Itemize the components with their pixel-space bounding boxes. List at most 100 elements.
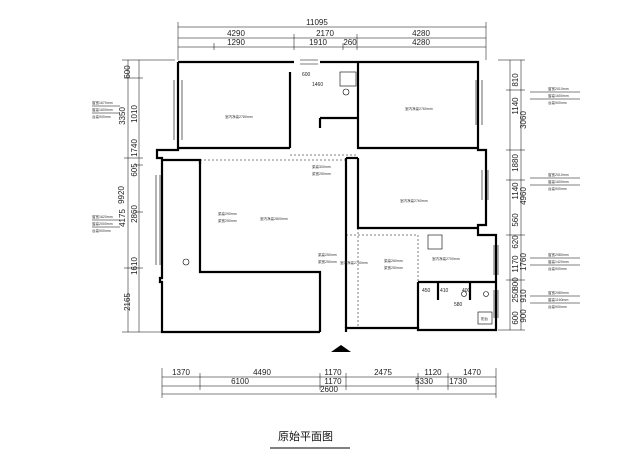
left-window-note-1: 窗宽1670mm 窗高1600mm 台高900mm	[92, 100, 120, 119]
svg-text:窗高2000mm: 窗高2000mm	[92, 221, 113, 226]
left-dim-4: 1740	[130, 139, 139, 157]
svg-text:窗宽2980mm: 窗宽2980mm	[548, 290, 569, 295]
right-dim-11: 800	[511, 277, 520, 291]
svg-text:400: 400	[462, 288, 471, 294]
right-dim-8: 620	[511, 235, 520, 249]
svg-text:窗高1600mm: 窗高1600mm	[92, 107, 113, 112]
room-note-living: 室内净高2800mm	[260, 216, 288, 221]
left-dim-overall: 9920	[117, 186, 126, 204]
svg-text:梁高260mm: 梁高260mm	[384, 258, 403, 263]
right-window-note-3: 窗宽2980mm 窗高1420mm 台高900mm	[530, 252, 580, 271]
bottom-dim-1: 1370	[172, 368, 190, 377]
left-dim-1: 600	[123, 65, 132, 79]
svg-text:窗高1160mm: 窗高1160mm	[548, 297, 568, 302]
bottom-dim-2: 4490	[253, 368, 271, 377]
beam-note-kitchen: 梁高260mm 梁宽250mm	[384, 258, 403, 270]
left-dim-8: 1610	[130, 257, 139, 275]
top-dim-4: 1290	[227, 38, 245, 47]
bottom-dim-8: 1170	[324, 377, 342, 386]
right-window-note-4: 窗宽2980mm 窗高1160mm 台高900mm	[530, 290, 580, 309]
svg-text:台高900mm: 台高900mm	[548, 266, 567, 271]
left-dim-7: 2860	[130, 205, 139, 223]
top-dim-3: 4280	[412, 29, 430, 38]
svg-text:台高900mm: 台高900mm	[92, 228, 111, 233]
svg-text:梁宽250mm: 梁宽250mm	[218, 218, 237, 223]
svg-text:梁高290mm: 梁高290mm	[218, 211, 237, 216]
bottom-overall-dim: 2600	[320, 385, 338, 394]
right-dim-3: 3060	[519, 111, 528, 129]
room-note-bedroom-e: 室内净高2760mm	[400, 198, 428, 203]
bottom-dim-6: 1470	[463, 368, 481, 377]
left-dim-5: 4175	[118, 209, 127, 227]
right-dimension-lines	[498, 59, 525, 331]
right-dim-5: 1140	[511, 182, 520, 200]
right-dim-13: 910	[519, 289, 528, 303]
bottom-dim-7: 6100	[231, 377, 249, 386]
svg-text:梁宽250mm: 梁宽250mm	[384, 265, 403, 270]
room-note-bedroom-nw: 室内净高2780mm	[225, 114, 253, 119]
right-window-note-1: 窗宽2010mm 窗高1600mm 台高900mm	[530, 86, 580, 105]
bottom-dim-3: 1170	[324, 368, 342, 377]
top-dim-5: 1910	[309, 38, 327, 47]
bottom-dim-10: 1730	[449, 377, 467, 386]
svg-text:台高900mm: 台高900mm	[548, 100, 567, 105]
entrance-arrow-icon	[331, 345, 351, 352]
svg-text:梁宽250mm: 梁宽250mm	[318, 259, 337, 264]
right-dim-6: 560	[511, 213, 520, 227]
svg-text:梁宽250mm: 梁宽250mm	[312, 171, 331, 176]
right-dim-15: 900	[519, 309, 528, 323]
beam-dashed-lines	[200, 154, 419, 328]
room-note-bedroom-ne: 室内净高2760mm	[405, 106, 433, 111]
right-dim-1: 810	[511, 73, 520, 87]
svg-text:410: 410	[440, 288, 449, 294]
left-dim-3: 1010	[130, 105, 139, 123]
svg-text:窗高1600mm: 窗高1600mm	[548, 93, 569, 98]
svg-text:窗宽2010mm: 窗宽2010mm	[548, 172, 569, 177]
svg-text:台高900mm: 台高900mm	[548, 186, 567, 191]
bottom-dim-4: 2475	[374, 368, 392, 377]
right-dim-4: 1880	[511, 154, 520, 172]
right-dim-9: 1170	[511, 255, 520, 273]
bottom-dimension-lines	[161, 368, 497, 398]
svg-text:窗高1600mm: 窗高1600mm	[548, 179, 569, 184]
bottom-dim-9: 5330	[415, 377, 433, 386]
left-dimension-lines	[122, 59, 175, 333]
right-dim-12: 250	[511, 289, 520, 303]
bathroom-fixtures	[182, 71, 493, 325]
svg-text:梁高250mm: 梁高250mm	[318, 252, 337, 257]
svg-text:台高900mm: 台高900mm	[548, 304, 567, 309]
svg-text:450: 450	[422, 288, 431, 294]
svg-text:梁高300mm: 梁高300mm	[312, 164, 331, 169]
svg-text:600: 600	[302, 72, 311, 78]
drawing-title: 原始平面图	[278, 429, 333, 443]
room-note-kitchen: 室内净高2700mm	[432, 256, 460, 261]
top-dim-1: 4290	[227, 29, 245, 38]
top-dim-2: 2170	[316, 29, 334, 38]
left-dim-2: 3350	[118, 107, 127, 125]
windows	[155, 59, 499, 318]
top-dimension-lines	[177, 22, 487, 60]
right-dim-14: 600	[511, 311, 520, 325]
beam-note-living: 梁高290mm 梁宽250mm	[218, 211, 237, 223]
beam-note-hall: 梁高300mm 梁宽250mm	[312, 164, 331, 176]
svg-text:窗高1420mm: 窗高1420mm	[548, 259, 569, 264]
top-dim-6: 260	[343, 38, 357, 47]
svg-text:窗宽1620mm: 窗宽1620mm	[92, 214, 113, 219]
left-dim-6: 605	[130, 163, 139, 177]
kitchen-small-dims: 450 410 400 580	[422, 288, 471, 308]
balcony-tag: 阳台	[481, 316, 489, 321]
svg-text:窗宽2980mm: 窗宽2980mm	[548, 252, 569, 257]
right-dim-7: 4960	[519, 187, 528, 205]
left-dim-9: 2165	[123, 293, 132, 311]
bottom-dim-5: 1120	[424, 368, 442, 377]
right-window-note-2: 窗宽2010mm 窗高1600mm 台高900mm	[530, 172, 580, 191]
svg-text:窗宽1670mm: 窗宽1670mm	[92, 100, 113, 105]
svg-text:1460: 1460	[312, 82, 323, 88]
left-window-note-2: 窗宽1620mm 窗高2000mm 台高900mm	[92, 214, 120, 233]
svg-text:580: 580	[454, 302, 463, 308]
top-dim-7: 4280	[412, 38, 430, 47]
bath-small-dims: 1460 600	[302, 72, 323, 88]
beam-note-dining: 梁高250mm 梁宽250mm	[318, 252, 337, 264]
right-dim-2: 1140	[511, 97, 520, 115]
right-dim-10: 1760	[519, 253, 528, 271]
